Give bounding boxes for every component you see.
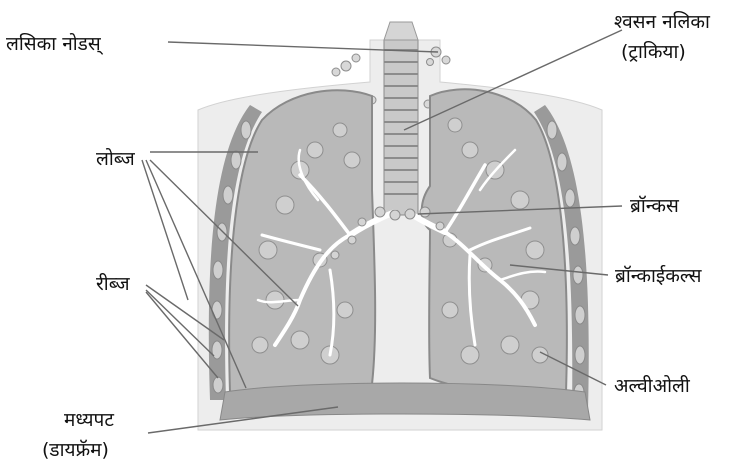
- label-lobes: लोब्ज: [96, 147, 136, 170]
- label-ribs: रीब्ज: [96, 272, 131, 295]
- label-diaphragm-line2: (डायफ्रॅम): [42, 439, 109, 461]
- label-bronchioles: ब्रॉन्काईकल्स: [615, 264, 703, 287]
- diaphragm: [220, 383, 590, 420]
- label-trachea-line2: (ट्राकिया): [621, 40, 686, 63]
- label-bronchus: ब्रॉन्कस: [630, 195, 680, 217]
- label-trachea-line1: श्वसन नलिका: [614, 10, 711, 33]
- label-alveoli: अल्वीओली: [614, 374, 691, 397]
- label-lymph-nodes: लसिका नोडस्: [6, 32, 104, 55]
- label-diaphragm-line1: मध्यपट: [64, 409, 114, 431]
